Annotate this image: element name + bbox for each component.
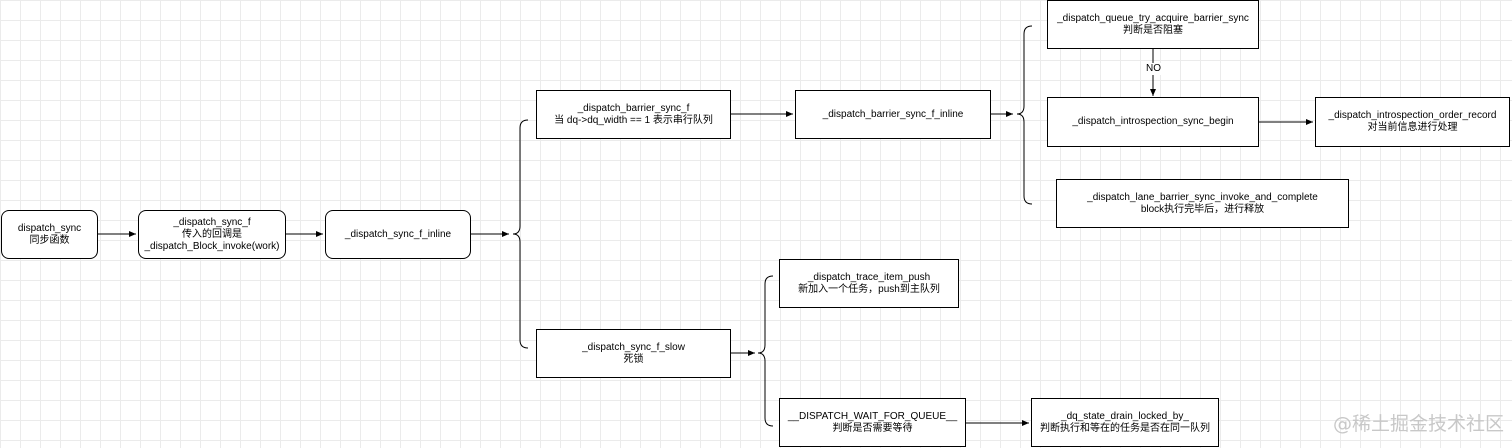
edge-label-no: NO bbox=[1145, 63, 1162, 75]
node-title: _dispatch_barrier_sync_f bbox=[577, 102, 690, 114]
node-title: _dispatch_barrier_sync_f_inline bbox=[822, 108, 964, 120]
watermark-text: @稀土掘金技术社区 bbox=[1332, 413, 1504, 435]
watermark: @稀土掘金技术社区 bbox=[1333, 409, 1504, 436]
node-desc: 同步函数 bbox=[29, 234, 70, 246]
node-barrier-sync-f[interactable]: _dispatch_barrier_sync_f 当 dq->dq_width … bbox=[536, 90, 731, 139]
node-desc: 判断是否阻塞 bbox=[1123, 24, 1183, 36]
node-desc: 死锁 bbox=[623, 353, 644, 365]
node-title: _dispatch_lane_barrier_sync_invoke_and_c… bbox=[1087, 191, 1318, 203]
node-title: _dispatch_queue_try_acquire_barrier_sync bbox=[1057, 12, 1249, 24]
node-wait-for-queue[interactable]: __DISPATCH_WAIT_FOR_QUEUE__ 判断是否需要等待 bbox=[779, 398, 966, 447]
node-dispatch-sync-f[interactable]: _dispatch_sync_f 传入的回调是 _dispatch_Block_… bbox=[138, 210, 286, 259]
node-title: _dispatch_introspection_sync_begin bbox=[1072, 116, 1234, 127]
node-title: _dq_state_drain_locked_by_ bbox=[1061, 410, 1189, 422]
node-desc: 对当前信息进行处理 bbox=[1367, 122, 1458, 133]
node-introspection-sync-begin[interactable]: _dispatch_introspection_sync_begin bbox=[1047, 97, 1259, 147]
node-dispatch-sync-f-inline[interactable]: _dispatch_sync_f_inline bbox=[325, 210, 471, 259]
brace-2 bbox=[1016, 25, 1033, 205]
node-title: _dispatch_introspection_order_record bbox=[1328, 110, 1497, 121]
node-desc: 新加入一个任务，push到主队列 bbox=[798, 283, 940, 295]
node-title: _dispatch_trace_item_push bbox=[807, 271, 931, 283]
node-desc: 传入的回调是 bbox=[182, 228, 242, 240]
node-desc: 当 dq->dq_width == 1 表示串行队列 bbox=[554, 114, 713, 126]
node-desc: 判断是否需要等待 bbox=[832, 422, 913, 434]
node-dq-state-drain[interactable]: _dq_state_drain_locked_by_ 判断执行和等在的任务是否在… bbox=[1031, 398, 1219, 447]
brace-3 bbox=[757, 275, 774, 427]
node-trace-item-push[interactable]: _dispatch_trace_item_push 新加入一个任务，push到主… bbox=[779, 259, 959, 308]
node-sync-f-slow[interactable]: _dispatch_sync_f_slow 死锁 bbox=[536, 329, 731, 378]
node-title: _dispatch_sync_f_inline bbox=[344, 228, 452, 240]
node-introspection-order-record[interactable]: _dispatch_introspection_order_record 对当前… bbox=[1315, 97, 1510, 147]
node-desc: 判断执行和等在的任务是否在同一队列 bbox=[1040, 422, 1210, 434]
node-barrier-sync-f-inline[interactable]: _dispatch_barrier_sync_f_inline bbox=[795, 90, 991, 139]
node-desc: _dispatch_Block_invoke(work) bbox=[144, 240, 280, 252]
node-title: __DISPATCH_WAIT_FOR_QUEUE__ bbox=[787, 410, 958, 422]
node-title: _dispatch_sync_f bbox=[173, 216, 251, 228]
node-dispatch-sync[interactable]: dispatch_sync 同步函数 bbox=[1, 210, 98, 259]
brace-1 bbox=[512, 119, 529, 349]
node-title: dispatch_sync bbox=[17, 222, 82, 234]
node-desc: block执行完毕后，进行释放 bbox=[1140, 203, 1265, 215]
node-title: _dispatch_sync_f_slow bbox=[582, 341, 685, 353]
node-queue-try-acquire[interactable]: _dispatch_queue_try_acquire_barrier_sync… bbox=[1047, 0, 1259, 49]
node-lane-barrier-sync[interactable]: _dispatch_lane_barrier_sync_invoke_and_c… bbox=[1056, 179, 1349, 228]
